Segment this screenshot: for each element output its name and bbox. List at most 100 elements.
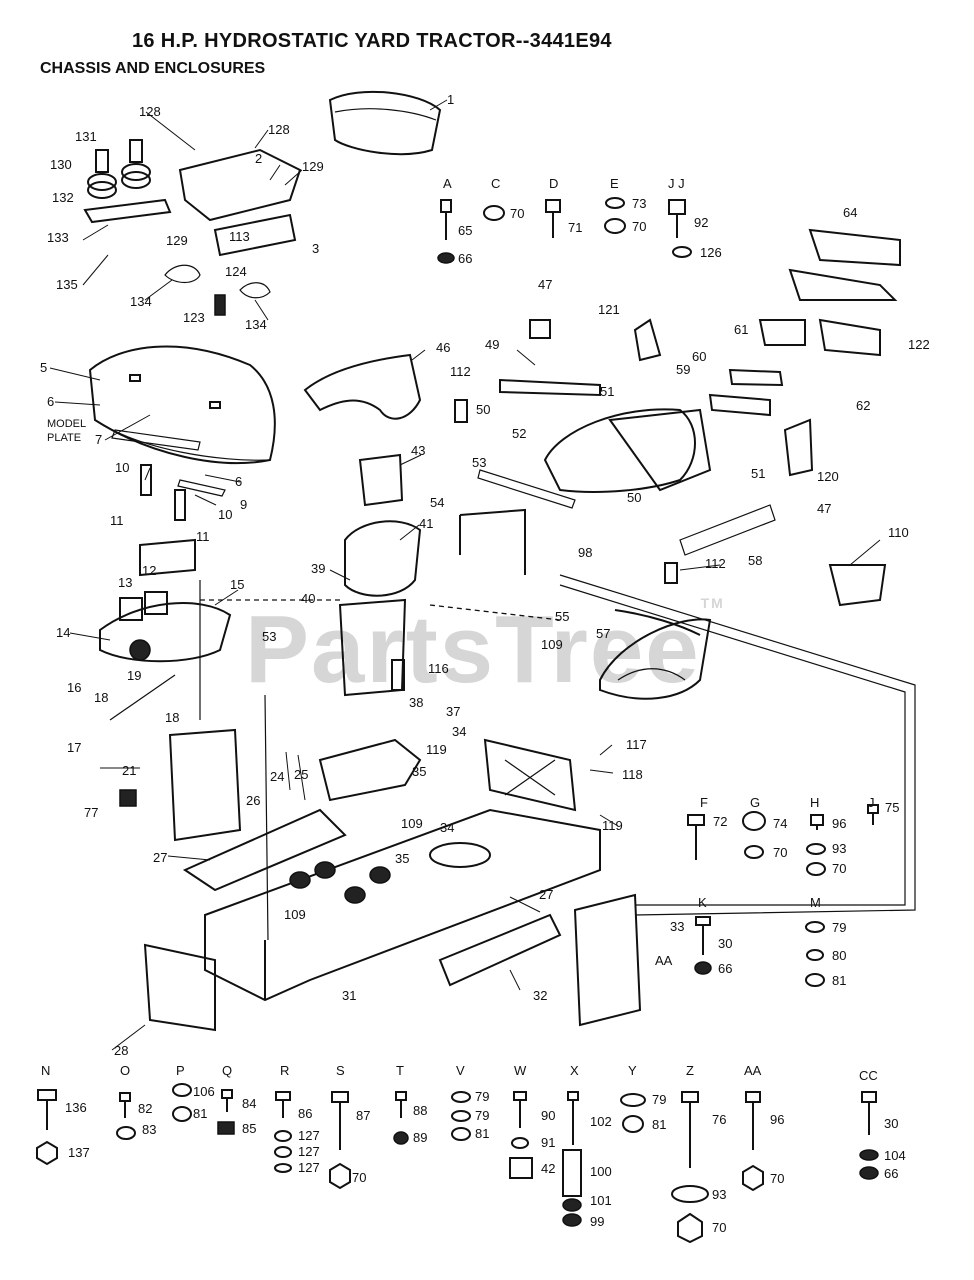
hardware-part-137: 137 <box>68 1145 90 1160</box>
callout-118: 118 <box>622 767 643 782</box>
hardware-part-70: 70 <box>632 219 646 234</box>
hardware-part-65: 65 <box>458 223 472 238</box>
hardware-part-88: 88 <box>413 1103 427 1118</box>
hardware-part-92: 92 <box>694 215 708 230</box>
callout-130: 130 <box>50 157 72 172</box>
hardware-part-87: 87 <box>356 1108 370 1123</box>
hood-drawing <box>88 345 276 497</box>
hardware-part-79: 79 <box>832 920 846 935</box>
callout-128: 128 <box>139 104 161 119</box>
hardware-part-126: 126 <box>700 245 722 260</box>
hardware-part-81: 81 <box>193 1106 207 1121</box>
callout-62: 62 <box>856 398 870 413</box>
callout-46: 46 <box>436 340 450 355</box>
hardware-part-91: 91 <box>541 1135 555 1150</box>
hardware-letter-P: P <box>176 1063 185 1078</box>
callout-7: 7 <box>95 432 102 447</box>
hardware-part-80: 80 <box>832 948 846 963</box>
fender-right-drawing <box>599 618 712 700</box>
cable-run-left <box>200 599 561 621</box>
callout-10: 10 <box>218 507 232 522</box>
callout-14: 14 <box>56 625 70 640</box>
hardware-key-top: A 65 66 C 70 D 71 E 73 70 J J 92 126 <box>443 176 722 266</box>
hardware-letter-K: K <box>698 895 707 910</box>
hardware-part-70: 70 <box>712 1220 726 1235</box>
callout-112: 112 <box>705 556 726 571</box>
hardware-part-89: 89 <box>413 1130 427 1145</box>
callout-109: 109 <box>541 637 563 652</box>
hardware-letter-A: A <box>443 176 452 191</box>
callout-41: 41 <box>419 516 433 531</box>
callout-24: 24 <box>270 769 284 784</box>
hardware-part-82: 82 <box>138 1101 152 1116</box>
hardware-letter-N: N <box>41 1063 50 1078</box>
battery-tray-drawing <box>99 464 232 721</box>
callout-59: 59 <box>676 362 690 377</box>
hardware-part-66: 66 <box>458 251 472 266</box>
callout-21: 21 <box>122 763 136 778</box>
hardware-letter-J: J <box>868 795 875 810</box>
hardware-part-96: 96 <box>770 1112 784 1127</box>
hardware-part-81: 81 <box>832 973 846 988</box>
callout-123: 123 <box>183 310 205 325</box>
hardware-part-74: 74 <box>773 816 787 831</box>
hardware-letter-H: H <box>810 795 819 810</box>
callout-129: 129 <box>166 233 188 248</box>
model-plate-label: PLATE <box>47 432 81 444</box>
callout-47: 47 <box>817 501 831 516</box>
callout-134: 134 <box>130 294 152 309</box>
callout-132: 132 <box>52 190 74 205</box>
callout-98: 98 <box>578 545 592 560</box>
hardware-part-93: 93 <box>712 1187 726 1202</box>
model-plate-label: MODEL <box>47 418 86 430</box>
hardware-part-70: 70 <box>773 845 787 860</box>
callout-60: 60 <box>692 349 706 364</box>
callout-32: 32 <box>533 988 547 1003</box>
hardware-part-79: 79 <box>652 1092 666 1107</box>
hardware-part-30: 30 <box>884 1116 898 1131</box>
partstree-watermark: PartsTreeTM <box>245 595 725 703</box>
hardware-key-bottom: N 136 137 O 82 83 P 106 81 Q 84 85 R 86 … <box>41 1063 906 1235</box>
callout-51: 51 <box>600 384 614 399</box>
hardware-part-104: 104 <box>884 1148 906 1163</box>
callout-5: 5 <box>40 360 47 375</box>
hardware-letter-S: S <box>336 1063 345 1078</box>
callout-13: 13 <box>118 575 132 590</box>
hardware-part-81: 81 <box>652 1117 666 1132</box>
leader-lines <box>49 99 881 1051</box>
callout-34: 34 <box>452 724 466 739</box>
hardware-part-84: 84 <box>242 1096 256 1111</box>
callout-109: 109 <box>284 907 306 922</box>
callout-28: 28 <box>114 1043 128 1058</box>
callout-18: 18 <box>165 710 179 725</box>
callout-50: 50 <box>476 402 490 417</box>
hardware-part-30: 30 <box>718 936 732 951</box>
callout-124: 124 <box>225 264 247 279</box>
hardware-letter-CC: CC <box>859 1068 878 1083</box>
hardware-letter-W: W <box>514 1063 527 1078</box>
hardware-part-83: 83 <box>142 1122 156 1137</box>
hardware-part-70: 70 <box>510 206 524 221</box>
callout-55: 55 <box>555 609 569 624</box>
callout-131: 131 <box>75 129 97 144</box>
hardware-part-127: 127 <box>298 1128 320 1143</box>
rear-fender-assembly <box>633 228 901 607</box>
hardware-key-middle: F 72 G 74 70 H 96 93 70 J 75 K 30 66 M 7… <box>698 795 899 988</box>
hardware-key-glyphs <box>36 197 879 1244</box>
hardware-letter-T: T <box>396 1063 404 1078</box>
callout-128: 128 <box>268 122 290 137</box>
hardware-part-106: 106 <box>193 1084 215 1099</box>
hardware-part-70: 70 <box>770 1171 784 1186</box>
hardware-letter-Z: Z <box>686 1063 694 1078</box>
hardware-part-70: 70 <box>352 1170 366 1185</box>
callout-35: 35 <box>395 851 409 866</box>
hardware-part-102: 102 <box>590 1114 612 1129</box>
callout-61: 61 <box>734 322 748 337</box>
hardware-part-42: 42 <box>541 1161 555 1176</box>
callout-49: 49 <box>485 337 499 352</box>
hardware-letter-M: M <box>810 895 821 910</box>
hardware-part-127: 127 <box>298 1160 320 1175</box>
callout-11: 11 <box>196 529 210 544</box>
callout-17: 17 <box>67 740 81 755</box>
